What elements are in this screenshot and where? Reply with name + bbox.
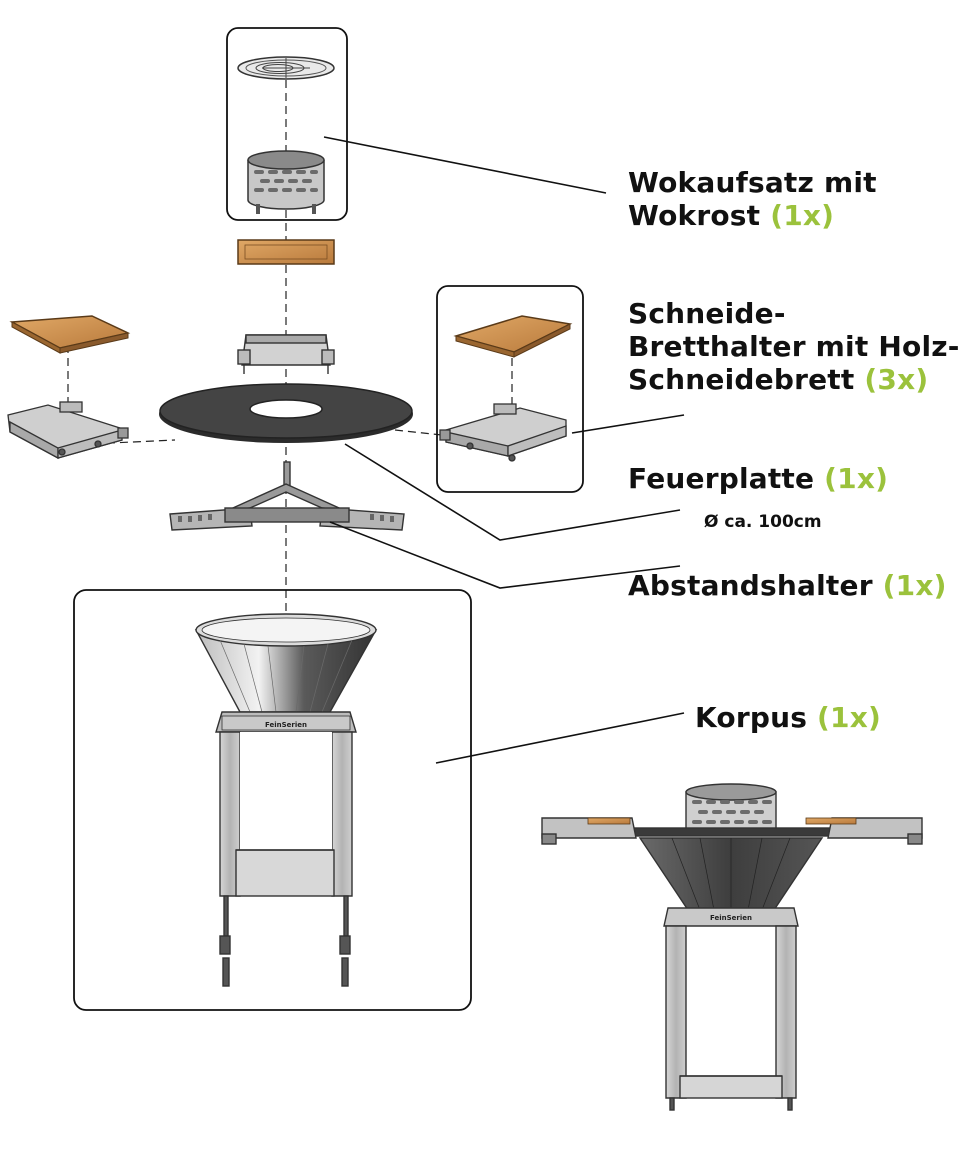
label-plate-note: Ø ca. 100cm — [704, 512, 822, 532]
fire-plate — [159, 383, 413, 443]
left-board-holder — [7, 401, 129, 460]
label-wok-qty: (1x) — [770, 199, 835, 232]
label-wok-line1: Wokaufsatz mit — [628, 166, 877, 199]
center-cutting-board — [237, 239, 335, 265]
label-body: Korpus (1x) — [695, 701, 881, 734]
label-spacer-text: Abstandshalter — [628, 569, 873, 602]
label-body-qty: (1x) — [817, 701, 881, 734]
label-board-line3: Schneidebrett — [628, 363, 855, 396]
label-board-line2: Bretthalter mit Holz- — [628, 330, 958, 363]
label-spacer: Abstandshalter (1x) — [628, 569, 947, 602]
label-wok-line2: Wokrost — [628, 199, 761, 232]
label-spacer-qty: (1x) — [882, 569, 947, 602]
label-plate-text: Feuerplatte — [628, 462, 815, 495]
assembled-logo: FeinSerien — [710, 914, 752, 922]
assembled-grill: FeinSerien — [541, 783, 923, 1111]
spacer-tripod — [169, 461, 405, 531]
leader-lines — [323, 136, 685, 764]
wok-grate — [237, 56, 335, 80]
right-cutting-board — [453, 315, 573, 358]
label-board: Schneide- Bretthalter mit Holz- Schneide… — [628, 297, 958, 396]
board-frame — [436, 285, 584, 493]
label-plate: Feuerplatte (1x) — [628, 462, 888, 495]
wok-frame — [226, 27, 348, 221]
body-exploded: FeinSerien — [194, 613, 378, 987]
label-wok: Wokaufsatz mit Wokrost (1x) — [628, 166, 877, 232]
wok-ring — [247, 150, 325, 214]
right-board-holder — [439, 403, 567, 462]
center-bracket — [237, 334, 335, 374]
left-cutting-board — [9, 315, 131, 354]
label-board-line1: Schneide- — [628, 297, 786, 330]
body-frame — [73, 589, 472, 1011]
label-body-text: Korpus — [695, 701, 808, 734]
body-logo: FeinSerien — [265, 721, 307, 729]
label-plate-qty: (1x) — [824, 462, 889, 495]
label-board-qty: (3x) — [864, 363, 929, 396]
